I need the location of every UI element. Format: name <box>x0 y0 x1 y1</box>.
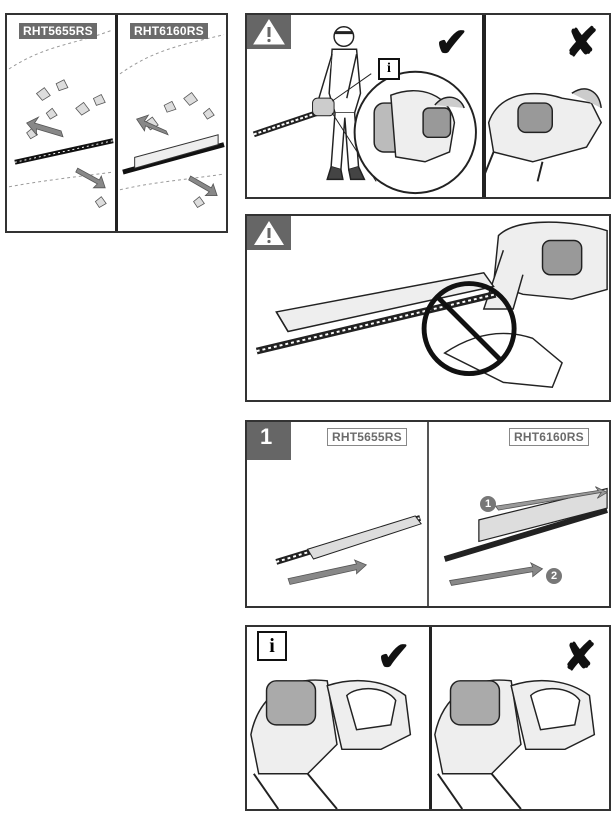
callout-2: 2 <box>546 568 562 584</box>
warning-badge <box>247 15 291 49</box>
grip-illustration <box>252 26 603 195</box>
warning-triangle-icon <box>254 221 284 245</box>
panel-e-divider <box>429 627 432 809</box>
warning-triangle-icon <box>253 19 285 45</box>
model-label-rht6160rs-step: RHT6160RS <box>509 428 589 446</box>
checkmark-icon: ✔ <box>435 21 469 65</box>
panel-b-divider <box>482 15 486 197</box>
model-label-rht6160rs: RHT6160RS <box>130 23 208 39</box>
cutting-illustration <box>8 29 225 208</box>
panel-blade-warning <box>245 214 611 402</box>
info-icon: i <box>257 631 287 661</box>
panel-d-divider <box>427 422 429 606</box>
step-badge: 1 <box>247 422 291 460</box>
step-number: 1 <box>260 424 273 449</box>
prohibited-icon <box>421 281 517 377</box>
warning-badge-2 <box>247 216 291 250</box>
cross-icon: ✘ <box>563 635 597 679</box>
model-label-rht5655rs-step: RHT5655RS <box>327 428 407 446</box>
panel-step-1-blade-cover: 1 RHT5655RS RHT6160RS 1 2 <box>245 420 611 608</box>
panel-two-hand-grip: i ✔ ✘ <box>245 13 611 199</box>
info-icon: i <box>378 58 400 80</box>
blade-warning-illustration <box>255 221 608 389</box>
panel-cutting-direction: RHT5655RS RHT6160RS <box>5 13 228 233</box>
cross-icon: ✘ <box>565 21 599 65</box>
handle-illustration <box>250 679 596 809</box>
model-label-rht5655rs: RHT5655RS <box>19 23 97 39</box>
panel-a-divider <box>115 15 118 231</box>
checkmark-icon: ✔ <box>377 635 411 679</box>
blade-cover-illustration <box>275 486 608 586</box>
callout-1: 1 <box>480 496 496 512</box>
panel-handle-position: i ✔ ✘ <box>245 625 611 811</box>
